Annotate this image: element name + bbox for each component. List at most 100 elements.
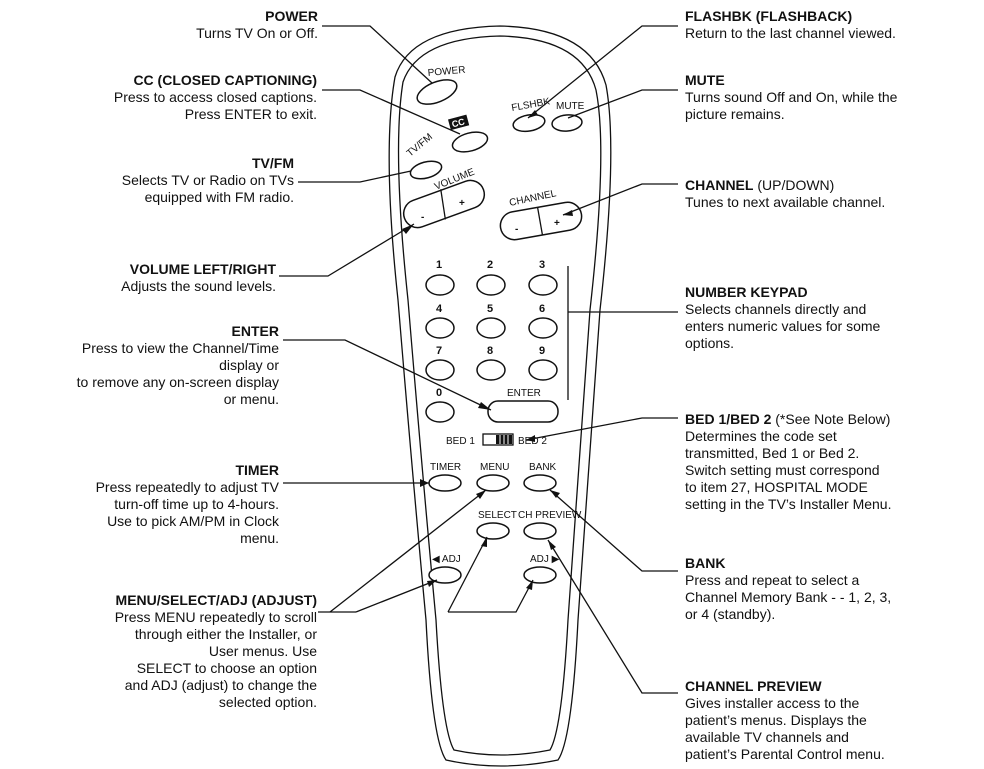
key-9[interactable] — [528, 359, 558, 381]
channel-rocker[interactable] — [498, 200, 584, 242]
volume-rocker[interactable] — [400, 176, 489, 231]
callout-title: TIMER — [235, 462, 279, 478]
callout-desc: turn-off time up to 4-hours. — [114, 496, 279, 512]
cc-badge-text: CC — [451, 116, 467, 129]
callout-desc: menu. — [240, 530, 279, 546]
arrow-volume — [402, 224, 414, 234]
callout-desc: Adjusts the sound levels. — [121, 278, 276, 294]
callout-desc: patient’s menus. Displays the — [685, 712, 867, 728]
callout-title: CHANNEL PREVIEW — [685, 678, 822, 694]
callout-desc: to remove any on-screen display — [76, 374, 279, 390]
callout-desc: Press MENU repeatedly to scroll — [114, 609, 317, 625]
callout-desc: Tunes to next available channel. — [685, 194, 886, 210]
key-8[interactable] — [476, 359, 506, 381]
callout-desc: Press to access closed captions. — [113, 89, 317, 105]
callout-number-keypad: NUMBER KEYPAD Selects channels directly … — [685, 284, 880, 352]
digit-3-label: 3 — [539, 259, 545, 271]
cc-button[interactable] — [450, 129, 489, 156]
callout-title: VOLUME LEFT/RIGHT — [129, 261, 276, 277]
callout-menu-select-adj: MENU/SELECT/ADJ (ADJUST) Press MENU repe… — [115, 592, 317, 711]
power-button[interactable] — [414, 75, 460, 109]
timer-button[interactable] — [428, 474, 462, 492]
mute-button[interactable] — [551, 114, 583, 133]
callout-power: POWER Turns TV On or Off. — [196, 8, 318, 42]
digit-8-label: 8 — [487, 345, 493, 357]
callout-title: CHANNEL (UP/DOWN) — [685, 177, 885, 194]
bank-label: BANK — [529, 462, 557, 473]
arrow-adj-right — [526, 580, 533, 590]
enter-button[interactable] — [487, 400, 559, 423]
callout-tvfm: TV/FM Selects TV or Radio on TVs equippe… — [122, 155, 294, 206]
callout-desc: Determines the code set — [685, 428, 837, 444]
key-7[interactable] — [425, 359, 455, 381]
key-3[interactable] — [528, 274, 558, 296]
callout-desc: Switch setting must correspond — [685, 462, 880, 478]
adj-right-label: ADJ ▶ — [530, 554, 560, 565]
bed-title-suffix: (*See Note Below) — [771, 411, 891, 427]
callout-desc: Press to view the Channel/Time — [81, 340, 279, 356]
callout-desc: Press ENTER to exit. — [184, 106, 317, 122]
volume-minus: - — [421, 212, 424, 223]
arrow-timer — [420, 479, 429, 487]
callout-desc: patient’s Parental Control menu. — [685, 746, 885, 762]
callout-title: MUTE — [685, 72, 725, 88]
remote-body-inner — [397, 35, 602, 756]
select-button[interactable] — [476, 522, 510, 540]
callout-desc: Gives installer access to the — [685, 695, 860, 711]
ch-preview-button[interactable] — [523, 522, 557, 540]
key-1[interactable] — [425, 274, 455, 296]
callout-desc: to item 27, HOSPITAL MODE — [685, 479, 868, 495]
channel-title-suffix: (UP/DOWN) — [753, 177, 835, 193]
callout-channel-preview: CHANNEL PREVIEW Gives installer access t… — [685, 678, 885, 763]
callout-desc: selected option. — [218, 694, 317, 710]
digit-9-label: 9 — [539, 345, 545, 357]
callout-channel: CHANNEL (UP/DOWN) Tunes to next availabl… — [685, 177, 885, 211]
digit-2-label: 2 — [487, 259, 493, 271]
channel-divider — [536, 207, 544, 236]
callout-title: TV/FM — [252, 155, 294, 171]
arrow-preview — [548, 540, 556, 550]
callout-bed: BED 1/BED 2 (*See Note Below) Determines… — [685, 411, 891, 513]
callout-enter: ENTER Press to view the Channel/Time dis… — [77, 323, 279, 408]
ch-preview-label: CH PREVIEW — [518, 510, 582, 521]
callout-desc: Turns TV On or Off. — [196, 25, 318, 41]
key-2[interactable] — [476, 274, 506, 296]
leader-lines — [279, 25, 678, 694]
callout-desc: available TV channels and — [685, 729, 849, 745]
callout-desc: User menus. Use — [208, 643, 317, 659]
adj-left-label: ◀ ADJ — [432, 554, 461, 565]
key-6[interactable] — [528, 317, 558, 339]
digit-1-label: 1 — [436, 259, 442, 271]
flashbk-button[interactable] — [512, 112, 546, 133]
callout-desc: display or — [219, 357, 279, 373]
bed2-label: BED 2 — [518, 436, 547, 447]
leader-cc — [322, 89, 461, 135]
adj-left-button[interactable] — [428, 566, 462, 584]
callout-desc: and ADJ (adjust) to change the — [124, 677, 317, 693]
flashbk-label: FLSHBK — [511, 96, 552, 114]
tvfm-button[interactable] — [408, 158, 443, 182]
bed-title: BED 1/BED 2 — [685, 411, 772, 427]
arrow-select — [481, 537, 487, 547]
adj-right-button[interactable] — [523, 566, 557, 584]
callout-desc: equipped with FM radio. — [144, 189, 294, 205]
menu-button[interactable] — [476, 474, 510, 492]
arrow-bed — [526, 435, 535, 442]
bank-button[interactable] — [523, 474, 557, 492]
arrow-bank — [550, 490, 560, 498]
leader-arrowheads — [402, 110, 573, 590]
volume-divider — [440, 189, 447, 220]
remote-body-outline — [388, 25, 612, 767]
callout-desc: Turns sound Off and On, while the — [685, 89, 898, 105]
leader-adj-right — [448, 579, 534, 613]
leader-select — [447, 536, 488, 613]
key-0[interactable] — [425, 401, 455, 423]
key-4[interactable] — [425, 317, 455, 339]
leader-enter — [283, 339, 492, 411]
leader-power — [322, 25, 433, 84]
callout-cc: CC (CLOSED CAPTIONING) Press to access c… — [114, 72, 317, 123]
menu-label: MENU — [480, 462, 509, 473]
key-5[interactable] — [476, 317, 506, 339]
callout-desc: enters numeric values for some — [685, 318, 881, 334]
